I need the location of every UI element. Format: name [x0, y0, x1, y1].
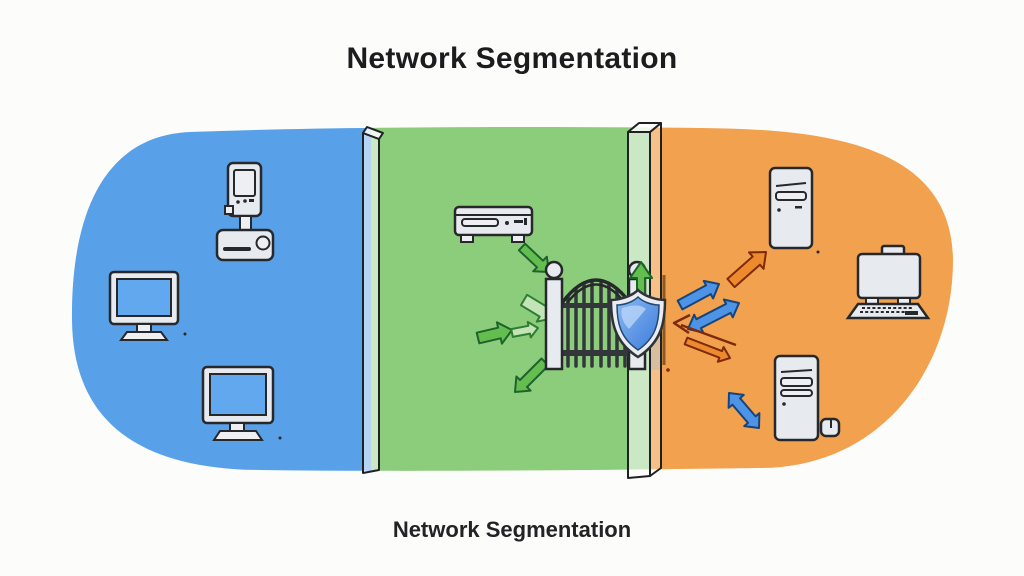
- zone-blue: [71, 127, 371, 471]
- desktop-monitor-icon: [201, 365, 282, 441]
- workstation-with-keyboard-icon: [845, 244, 931, 320]
- blue-and-orange-traffic-arrow-icons: [672, 251, 767, 429]
- mouse-icon: [819, 417, 841, 438]
- server-tower-icon: [773, 354, 820, 442]
- diagram-title: Network Segmentation: [346, 42, 678, 75]
- security-shield-icon: [609, 288, 667, 359]
- outbound-up-arrow-icon: [629, 261, 653, 296]
- server-tower-icon: [768, 166, 820, 254]
- handheld-terminal-with-dock-icon: [215, 161, 275, 262]
- desktop-monitor-icon: [108, 270, 187, 341]
- diagram-caption: Network Segmentation: [392, 517, 632, 542]
- glass-panel-divider-left-icon: [362, 126, 384, 474]
- router-icon: [453, 205, 534, 243]
